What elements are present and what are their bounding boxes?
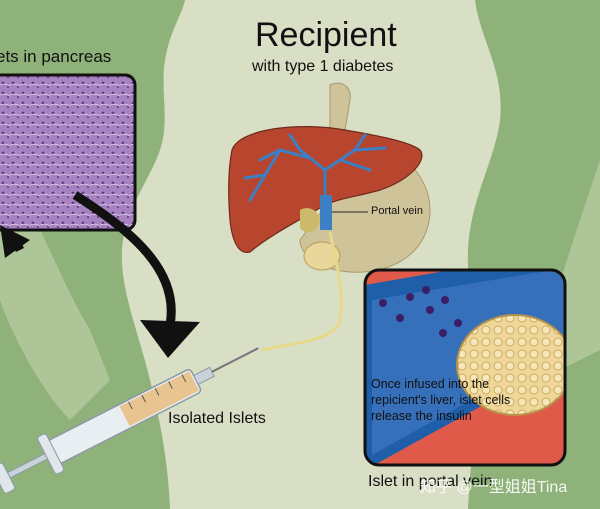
infusion-tube [261, 231, 343, 352]
page-subtitle: with type 1 diabetes [252, 58, 394, 75]
portal-vein-label: Portal vein [371, 205, 423, 217]
inset-caption: Islet in portal vein [368, 473, 493, 490]
pancreas-panel-label: ets in pancreas [0, 47, 112, 66]
gallbladder-shape [300, 208, 320, 233]
portal-vein-trunk [320, 195, 332, 230]
inset-frame [363, 268, 567, 467]
insulin-release-callout: Once infused into the repicient's liver,… [371, 377, 511, 423]
pancreas-shape [303, 241, 341, 271]
arrow-to-syringe [72, 191, 176, 326]
page-title: Recipient [255, 16, 397, 54]
portal-vein-branches [243, 133, 387, 207]
arrow-left-head [0, 225, 30, 258]
arrow-to-syringe-head [140, 320, 200, 358]
watermark-text: 知乎 @一型姐姐Tina [420, 479, 568, 496]
portal-vein-inset [365, 270, 565, 465]
isolated-islets-label: Isolated Islets [168, 410, 266, 427]
pancreas-tissue-panel [0, 73, 137, 232]
islet-cluster [456, 314, 565, 416]
syringe [0, 347, 259, 494]
